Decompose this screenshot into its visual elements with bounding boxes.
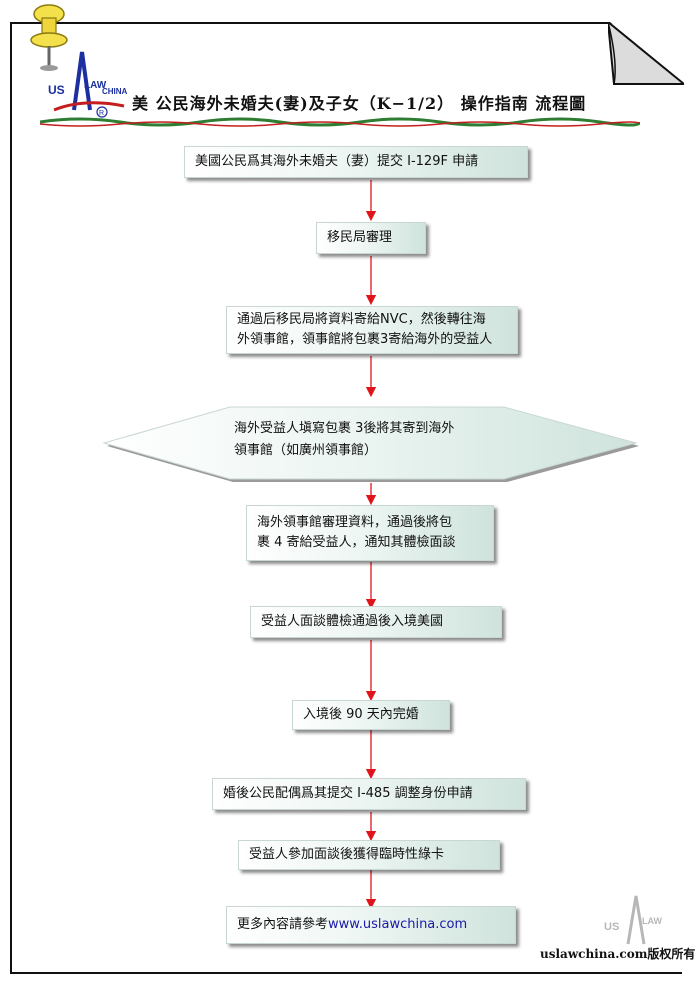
flow-step-2: 移民局審理: [316, 222, 426, 254]
flow-step-9: 受益人參加面談後獲得臨時性綠卡: [238, 840, 500, 870]
uslawchina-logo: US LAW CHINA R: [48, 51, 128, 118]
copyright-notice: uslawchina.com版权所有: [540, 947, 696, 961]
flow-step-4-line-1: 海外受益人塡寫包裹 3後將其寄到海外: [234, 421, 455, 436]
flow-step-6: 受益人面談體檢通過後入境美國: [250, 606, 502, 638]
flow-step-4-shape: [102, 406, 639, 482]
svg-text:LAW: LAW: [642, 916, 663, 926]
flow-step-7-text: 入境後 90 天內完婚: [303, 707, 419, 722]
flow-step-4: 海外受益人塡寫包裹 3後將其寄到海外 領事館（如廣州領事館）: [234, 418, 524, 462]
flow-step-8-text: 婚後公民配偶爲其提交 I-485 調整身份申請: [223, 786, 473, 801]
flow-step-3: 通過后移民局將資料寄給NVC，然後轉往海 外領事館，領事館將包裹3寄給海外的受益…: [226, 306, 518, 354]
flow-step-1: 美國公民爲其海外未婚夫（妻）提交 I-129F 申請: [184, 146, 528, 178]
flow-step-2-text: 移民局審理: [327, 230, 393, 245]
flow-step-3-line-2: 外領事館，領事館將包裹3寄給海外的受益人: [237, 332, 493, 347]
flow-step-9-text: 受益人參加面談後獲得臨時性綠卡: [249, 847, 445, 862]
decorative-divider: [40, 117, 640, 127]
flow-step-10: 更多內容請參考 www.uslawchina.com: [226, 906, 516, 944]
flow-step-10-text: 更多內容請參考: [237, 917, 329, 932]
flow-step-5-line-1: 海外領事館審理資料，通過後將包: [257, 515, 453, 530]
website-link[interactable]: www.uslawchina.com: [328, 917, 468, 932]
flow-step-6-text: 受益人面談體檢通過後入境美國: [261, 614, 444, 629]
svg-text:US: US: [604, 921, 619, 933]
flow-step-5-line-2: 裹 4 寄給受益人，通知其體檢面談: [257, 535, 456, 550]
flow-step-1-text: 美國公民爲其海外未婚夫（妻）提交 I-129F 申請: [195, 154, 479, 169]
document-page: [10, 22, 682, 974]
watermark-logo: US LAW: [604, 895, 663, 945]
svg-text:CHINA: CHINA: [102, 87, 128, 96]
push-pin-icon: [30, 4, 68, 71]
svg-text:R: R: [99, 110, 104, 117]
svg-text:LAW: LAW: [84, 80, 107, 91]
svg-text:US: US: [48, 83, 65, 97]
flow-step-7: 入境後 90 天內完婚: [292, 700, 450, 730]
page-title: 美 公民海外未婚夫(妻)及子女（K−1/2） 操作指南 流程圖: [132, 94, 587, 113]
flow-step-3-line-1: 通過后移民局將資料寄給NVC，然後轉往海: [237, 312, 486, 327]
flow-step-8: 婚後公民配偶爲其提交 I-485 調整身份申請: [212, 778, 526, 810]
page-fold-corner: [608, 22, 684, 85]
flow-step-5: 海外領事館審理資料，通過後將包 裹 4 寄給受益人，通知其體檢面談: [246, 505, 494, 561]
flow-step-4-line-2: 領事館（如廣州領事館）: [234, 443, 378, 458]
